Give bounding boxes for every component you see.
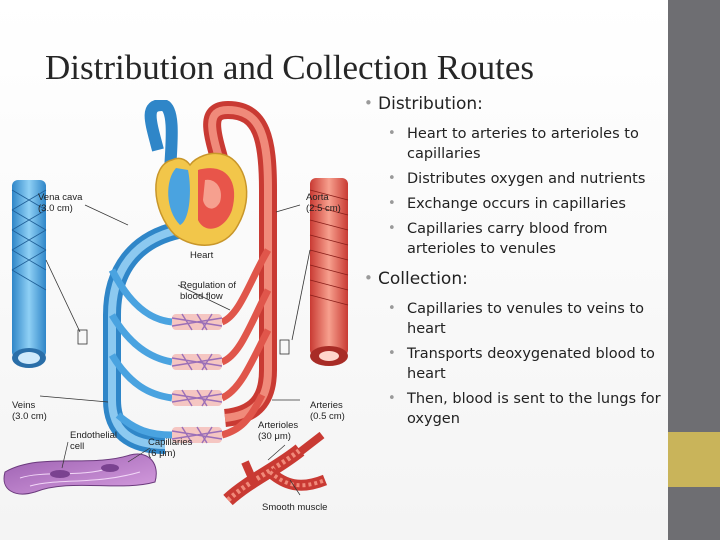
- vein-cross-section: [11, 180, 88, 368]
- bullet-collection: Collection:: [360, 268, 665, 290]
- bullet-list: Distribution: Heart to arteries to arter…: [360, 93, 665, 429]
- label-heart: Heart: [190, 250, 214, 261]
- label-veins-size: (3.0 cm): [12, 411, 47, 422]
- slide-title: Distribution and Collection Routes: [45, 48, 534, 87]
- bullet-distribution-item: Heart to arteries to arterioles to capil…: [388, 124, 665, 164]
- label-arteries-size: (0.5 cm): [310, 411, 345, 422]
- side-accent-bar: [668, 0, 720, 432]
- side-accent-bar-bottom: [668, 487, 720, 540]
- bullet-collection-item: Transports deoxygenated blood to heart: [388, 344, 665, 384]
- label-capillaries-size: (6 μm): [148, 448, 176, 459]
- label-endothelial-2: cell: [70, 441, 84, 452]
- artery-branches: [220, 248, 272, 439]
- label-regulation-2: blood flow: [180, 291, 223, 302]
- label-regulation: Regulation of: [180, 280, 236, 291]
- vein-branches: [108, 268, 173, 439]
- capillary-beds: [171, 313, 223, 444]
- label-smooth-muscle: Smooth muscle: [262, 502, 327, 513]
- bullet-distribution-item: Capillaries carry blood from arterioles …: [388, 219, 665, 259]
- label-endothelial: Endothelial: [70, 430, 117, 441]
- bullet-collection-item: Then, blood is sent to the lungs for oxy…: [388, 389, 665, 429]
- label-aorta: Aorta: [306, 192, 329, 203]
- label-vena-cava-size: (3.0 cm): [38, 203, 73, 214]
- bullet-distribution-item: Exchange occurs in capillaries: [388, 194, 665, 214]
- artery-cross-section: [279, 178, 349, 366]
- heart-illustration: [155, 152, 248, 246]
- bullet-distribution: Distribution:: [360, 93, 665, 115]
- label-arterioles: Arterioles: [258, 420, 298, 431]
- label-capillaries: Capillaries: [148, 437, 193, 448]
- capillary-detail: [3, 441, 157, 495]
- side-accent-gold: [668, 432, 720, 487]
- label-vena-cava: Vena cava: [38, 192, 83, 203]
- circulation-diagram: Vena cava (3.0 cm) Aorta (2.5 cm) Heart …: [3, 100, 349, 513]
- bullet-collection-item: Capillaries to venules to veins to heart: [388, 299, 665, 339]
- label-arterioles-size: (30 μm): [258, 431, 291, 442]
- vena-cava-vessel: [103, 100, 181, 454]
- label-leaders: [39, 204, 301, 403]
- label-arteries: Arteries: [310, 400, 343, 411]
- bullet-distribution-item: Distributes oxygen and nutrients: [388, 169, 665, 189]
- arteriole-detail: [223, 431, 328, 506]
- label-veins: Veins: [12, 400, 35, 411]
- label-aorta-size: (2.5 cm): [306, 203, 341, 214]
